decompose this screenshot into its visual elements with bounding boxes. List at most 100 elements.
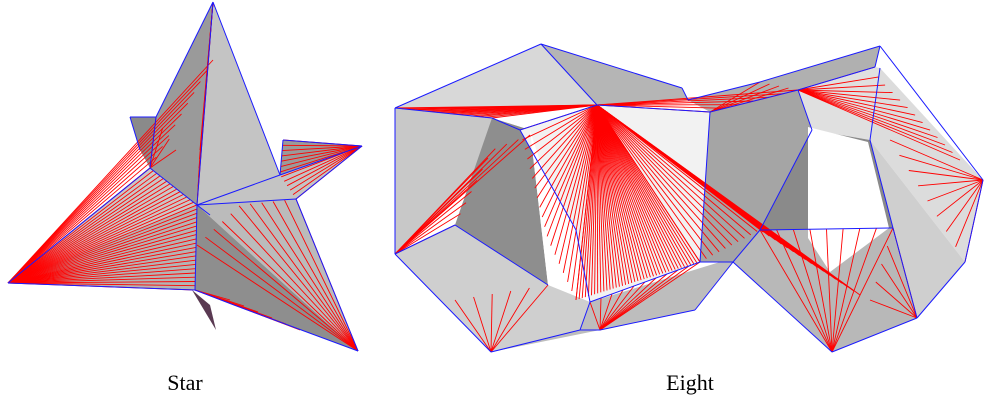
star-ray [272,201,359,352]
eight-ray [596,104,745,239]
eight-ray [596,104,673,271]
eight-ray [596,104,695,265]
eight-ray [599,277,657,331]
star-edge [155,1,214,118]
star-edge [194,289,235,306]
star-ray [238,205,359,352]
eight-edge [797,66,876,91]
eight-edge [519,104,598,131]
star-ray [7,178,164,284]
eight-ray [599,269,679,331]
eight-ray [797,89,931,131]
eight-ray [596,104,611,290]
eight-edges [394,43,984,353]
eight-ray [886,245,918,319]
star-ray [7,156,157,284]
star-ray [7,225,197,284]
eight-ray [596,104,726,249]
eight-ray [776,229,833,353]
eight-face-right-lower [870,140,965,318]
eight-edge [964,179,984,263]
star-ray [149,127,164,169]
star-ray [7,188,178,284]
star-edge [196,198,297,206]
eight-edge [869,139,894,229]
eight-ray [562,104,598,273]
star-edge [149,167,198,206]
eight-ray [594,104,598,295]
star-ray [282,145,363,152]
eight-edge [694,261,734,311]
star-edge [196,1,214,206]
eight-ray [599,297,602,331]
eight-ray [797,76,879,91]
eight-ray [955,179,984,247]
eight-ray [599,285,635,331]
star-edge [194,204,198,291]
eight-ray [599,261,701,331]
star-ray [221,221,359,352]
star-ray [7,281,196,284]
eight-ray [589,301,601,331]
star-ray [7,217,197,284]
eight-ray [550,104,598,246]
eight-edge [916,261,966,319]
eight-ray [394,213,461,255]
star-ray [205,236,359,352]
eight-edge [394,107,493,119]
eight-ray [596,104,725,109]
eight-ray [596,104,642,281]
star-edge [279,145,363,176]
eight-ray [596,104,707,259]
star-ray [7,263,196,284]
eight-rays [394,66,984,353]
eight-ray [797,84,886,91]
eight-face-top-left [395,44,597,118]
eight-ray [473,296,492,353]
eight-ray [759,229,833,353]
eight-ray [709,81,761,113]
eight-ray [584,104,598,298]
star-ray [7,242,197,284]
star-ray [261,202,359,352]
eight-ray [709,85,780,113]
eight-face-right-top [688,46,880,112]
eight-ray [558,104,598,264]
eight-ray [575,104,598,301]
eight-ray [490,284,549,353]
star-ray [7,272,196,284]
eight-edge [759,129,813,231]
star-ray [7,229,197,284]
star-ray [196,244,359,352]
eight-ray [596,104,670,272]
eight-edge [709,89,799,113]
star-edge [149,116,157,169]
star-face-top-right [197,2,280,205]
eight-edge [759,45,881,83]
star-ray [7,234,197,284]
star-ray [7,208,198,284]
eight-edge [454,224,549,286]
star-ray [282,144,363,147]
eight-edge [589,261,701,303]
eight-ray [596,104,630,284]
eight-ray [869,299,918,319]
star-ray [7,276,196,284]
eight-edge [579,301,591,331]
eight-ray [596,104,608,291]
eight-ray [587,104,598,297]
eight-ray [599,273,668,331]
eight-ray [394,148,496,255]
eight-ray [599,293,613,331]
star-ray [280,145,363,168]
star-ray [7,186,174,284]
eight-ray [567,104,598,282]
eight-ray [596,104,692,266]
eight-ray [596,104,701,263]
star-ray [281,145,363,157]
eight-ray [536,104,598,198]
eight-edge [874,45,881,68]
eight-ray [797,89,961,161]
star-ray [249,203,359,352]
eight-ray [531,104,598,179]
